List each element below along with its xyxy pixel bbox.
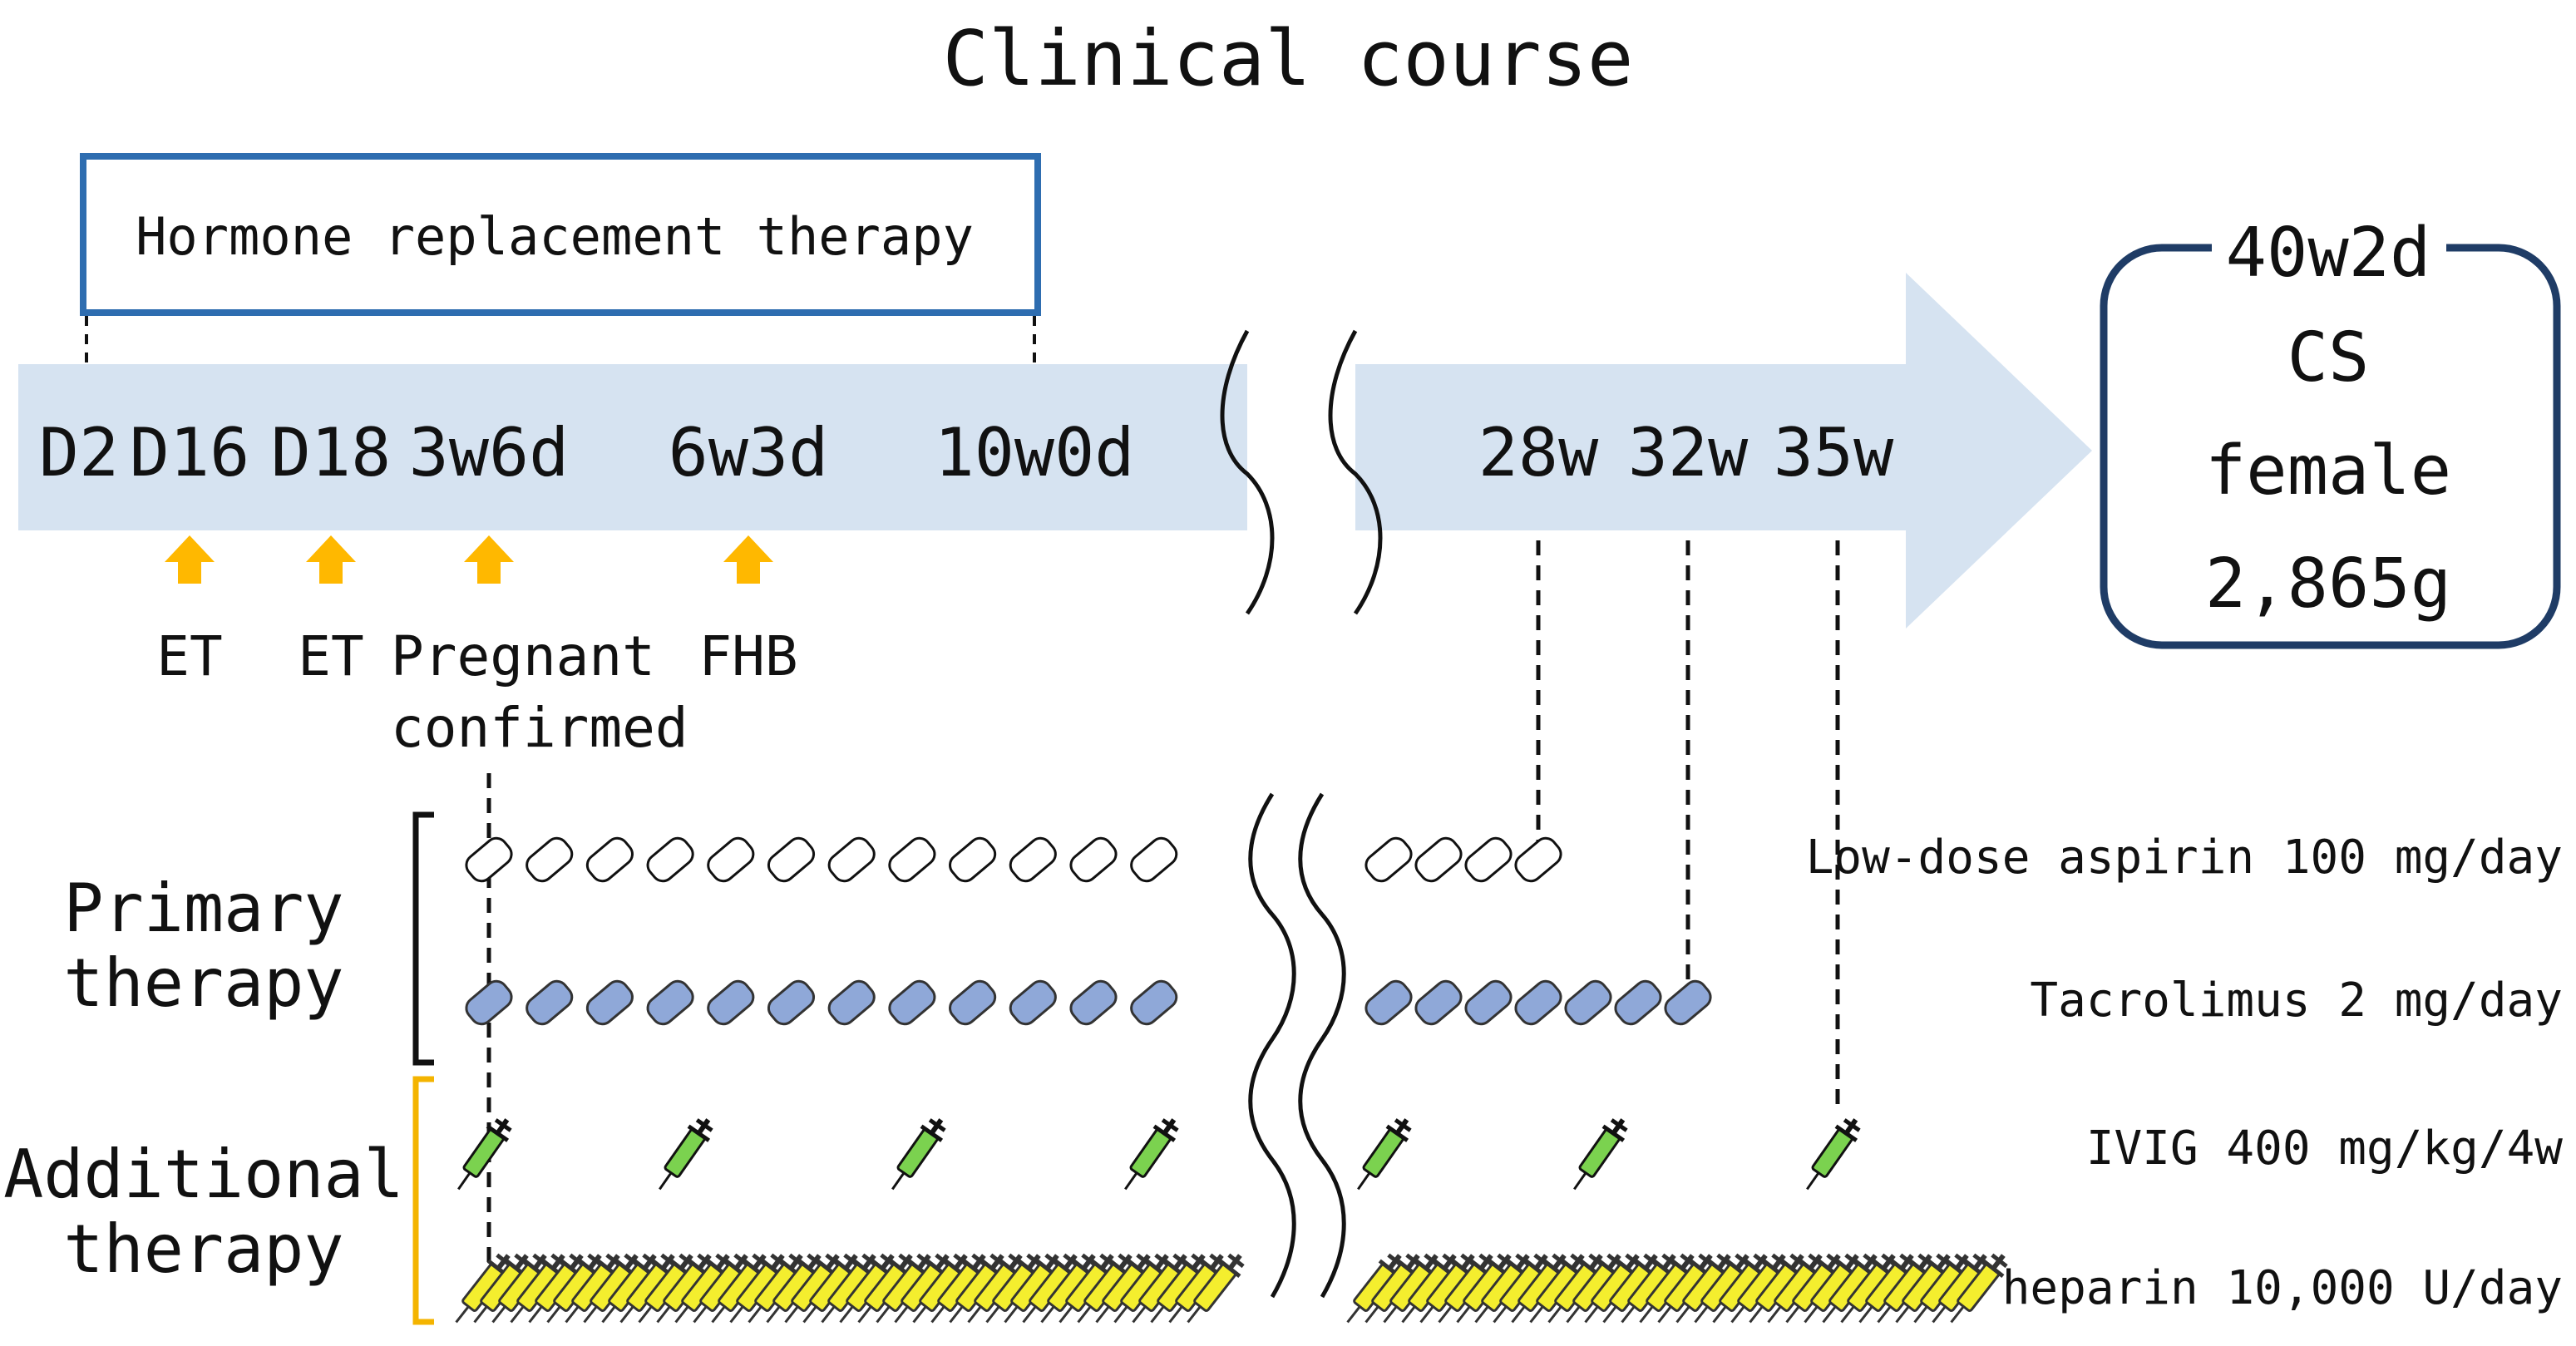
white-pill-icon xyxy=(1360,832,1417,887)
timeline-label-d2: D2 xyxy=(39,414,119,491)
blue-pill-icon xyxy=(642,975,698,1030)
timeline-label-32w: 32w xyxy=(1628,414,1749,491)
blue-pill-icon xyxy=(461,975,517,1030)
group-additional-line2: therapy xyxy=(63,1210,343,1288)
green-syringe-icon xyxy=(1797,1112,1866,1196)
outcome-weight: 2,865g xyxy=(2205,545,2451,624)
up-arrow-icon xyxy=(165,535,215,584)
timeline-break-gap xyxy=(1247,349,1355,549)
primary-bracket xyxy=(412,811,434,1066)
green-syringe-icon xyxy=(1348,1112,1417,1196)
blue-pill-icon xyxy=(1510,975,1567,1030)
treatment-label-ivig: IVIG 400 mg/kg/4w xyxy=(2086,1122,2563,1176)
blue-pill-icon xyxy=(1004,975,1062,1030)
group-additional-line1: Additional xyxy=(3,1136,404,1213)
event-label-pregnant: Pregnant xyxy=(391,624,655,688)
treatment-label-aspirin: Low-dose aspirin 100 mg/day xyxy=(1806,831,2563,885)
rows-break-right xyxy=(1298,792,1346,1299)
up-arrow-icon xyxy=(464,535,514,584)
blue-pill-icon xyxy=(1065,975,1122,1030)
event-label-fhb: FHB xyxy=(698,624,797,688)
timeline-break-right xyxy=(1328,329,1383,615)
blue-pill-icon xyxy=(823,975,881,1030)
timeline-arrow xyxy=(18,273,2092,629)
timeline-label-d18: D18 xyxy=(271,414,392,491)
white-pill-icon xyxy=(461,832,517,887)
treatment-label-heparin: heparin 10,000 U/day xyxy=(2002,1261,2563,1315)
blue-pill-icon xyxy=(1360,975,1417,1030)
event-label-et-1: ET xyxy=(156,624,222,688)
white-pill-icon xyxy=(642,832,698,887)
green-syringe-icon xyxy=(448,1112,517,1196)
heparin-row xyxy=(447,1248,2013,1330)
white-pill-icon xyxy=(1125,832,1182,887)
timeline-break-left xyxy=(1220,329,1275,615)
timeline-label-d16: D16 xyxy=(130,414,250,491)
timeline-label-10w0d: 10w0d xyxy=(935,414,1135,491)
tacrolimus-row xyxy=(461,975,1716,1030)
blue-pill-icon xyxy=(762,975,820,1030)
outcome-title-gap xyxy=(2212,233,2446,266)
blue-pill-icon xyxy=(702,975,759,1030)
timeline-label-3w6d: 3w6d xyxy=(409,414,570,491)
blue-pill-icon xyxy=(1460,975,1517,1030)
up-arrow-icon xyxy=(306,535,356,584)
white-pill-icon xyxy=(823,832,881,887)
white-pill-icon xyxy=(702,832,759,887)
outcome-delivery: CS xyxy=(2287,318,2370,397)
white-pill-icon xyxy=(1065,832,1122,887)
timeline-label-28w: 28w xyxy=(1478,414,1599,491)
white-pill-icon xyxy=(1004,832,1062,887)
up-arrow-icon xyxy=(723,535,773,584)
additional-bracket xyxy=(412,1076,434,1325)
white-pill-icon xyxy=(944,832,1001,887)
blue-pill-icon xyxy=(1660,975,1716,1030)
group-primary-line2: therapy xyxy=(63,944,343,1022)
blue-pill-icon xyxy=(1610,975,1666,1030)
group-primary-line1: Primary xyxy=(63,870,343,947)
blue-pill-icon xyxy=(581,975,639,1030)
blue-pill-icon xyxy=(1125,975,1182,1030)
blue-pill-icon xyxy=(1410,975,1467,1030)
green-syringe-icon xyxy=(1564,1112,1633,1196)
timeline-label-35w: 35w xyxy=(1774,414,1894,491)
rows-break-left xyxy=(1248,792,1296,1299)
blue-pill-icon xyxy=(944,975,1001,1030)
hrt-label: Hormone replacement therapy xyxy=(136,206,974,267)
ivig-row xyxy=(448,1112,1866,1196)
blue-pill-icon xyxy=(1560,975,1616,1030)
green-syringe-icon xyxy=(882,1112,951,1196)
outcome-week: 40w2d xyxy=(2226,214,2431,293)
aspirin-row xyxy=(461,832,1567,887)
blue-pill-icon xyxy=(521,975,578,1030)
hrt-box xyxy=(80,153,1041,316)
blue-pill-icon xyxy=(884,975,940,1030)
timeline-label-6w3d: 6w3d xyxy=(669,414,829,491)
treatment-label-tacrolimus: Tacrolimus 2 mg/day xyxy=(2030,974,2563,1028)
event-label-confirmed: confirmed xyxy=(391,696,688,760)
green-syringe-icon xyxy=(649,1112,718,1196)
outcome-sex: female xyxy=(2205,431,2451,510)
white-pill-icon xyxy=(884,832,940,887)
white-pill-icon xyxy=(1460,832,1517,887)
green-syringe-icon xyxy=(1115,1112,1184,1196)
white-pill-icon xyxy=(1510,832,1567,887)
white-pill-icon xyxy=(521,832,578,887)
white-pill-icon xyxy=(581,832,639,887)
white-pill-icon xyxy=(1410,832,1467,887)
white-pill-icon xyxy=(762,832,820,887)
page-title: Clinical course xyxy=(943,14,1634,103)
event-label-et-2: ET xyxy=(298,624,363,688)
